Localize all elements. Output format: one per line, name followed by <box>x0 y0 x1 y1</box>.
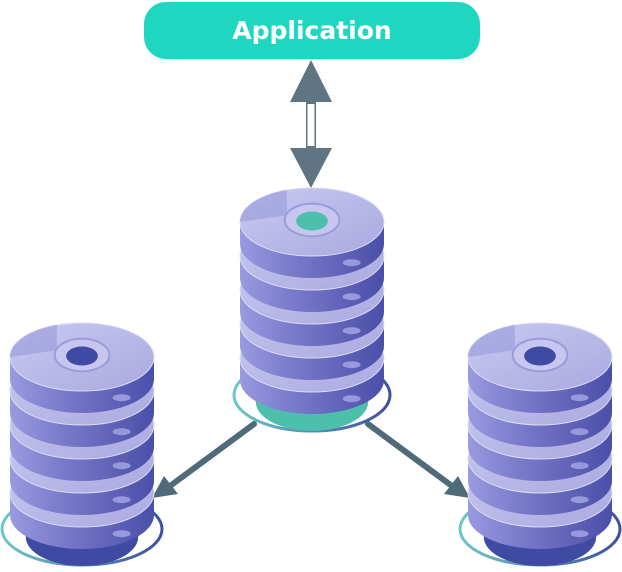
application-label: Application <box>232 16 391 45</box>
replica-database-right-icon <box>458 322 622 567</box>
disk-hole <box>296 211 328 231</box>
application-node: Application <box>144 2 480 59</box>
replication-arrow-left-icon <box>152 421 257 498</box>
application-box <box>144 2 480 59</box>
bidirectional-arrow-icon <box>290 60 332 188</box>
primary-database-icon <box>232 187 392 433</box>
disk-hole <box>524 346 556 366</box>
replication-arrow-right-icon <box>365 421 470 498</box>
replica-database-left-icon <box>0 322 164 567</box>
disk-hole <box>66 346 98 366</box>
